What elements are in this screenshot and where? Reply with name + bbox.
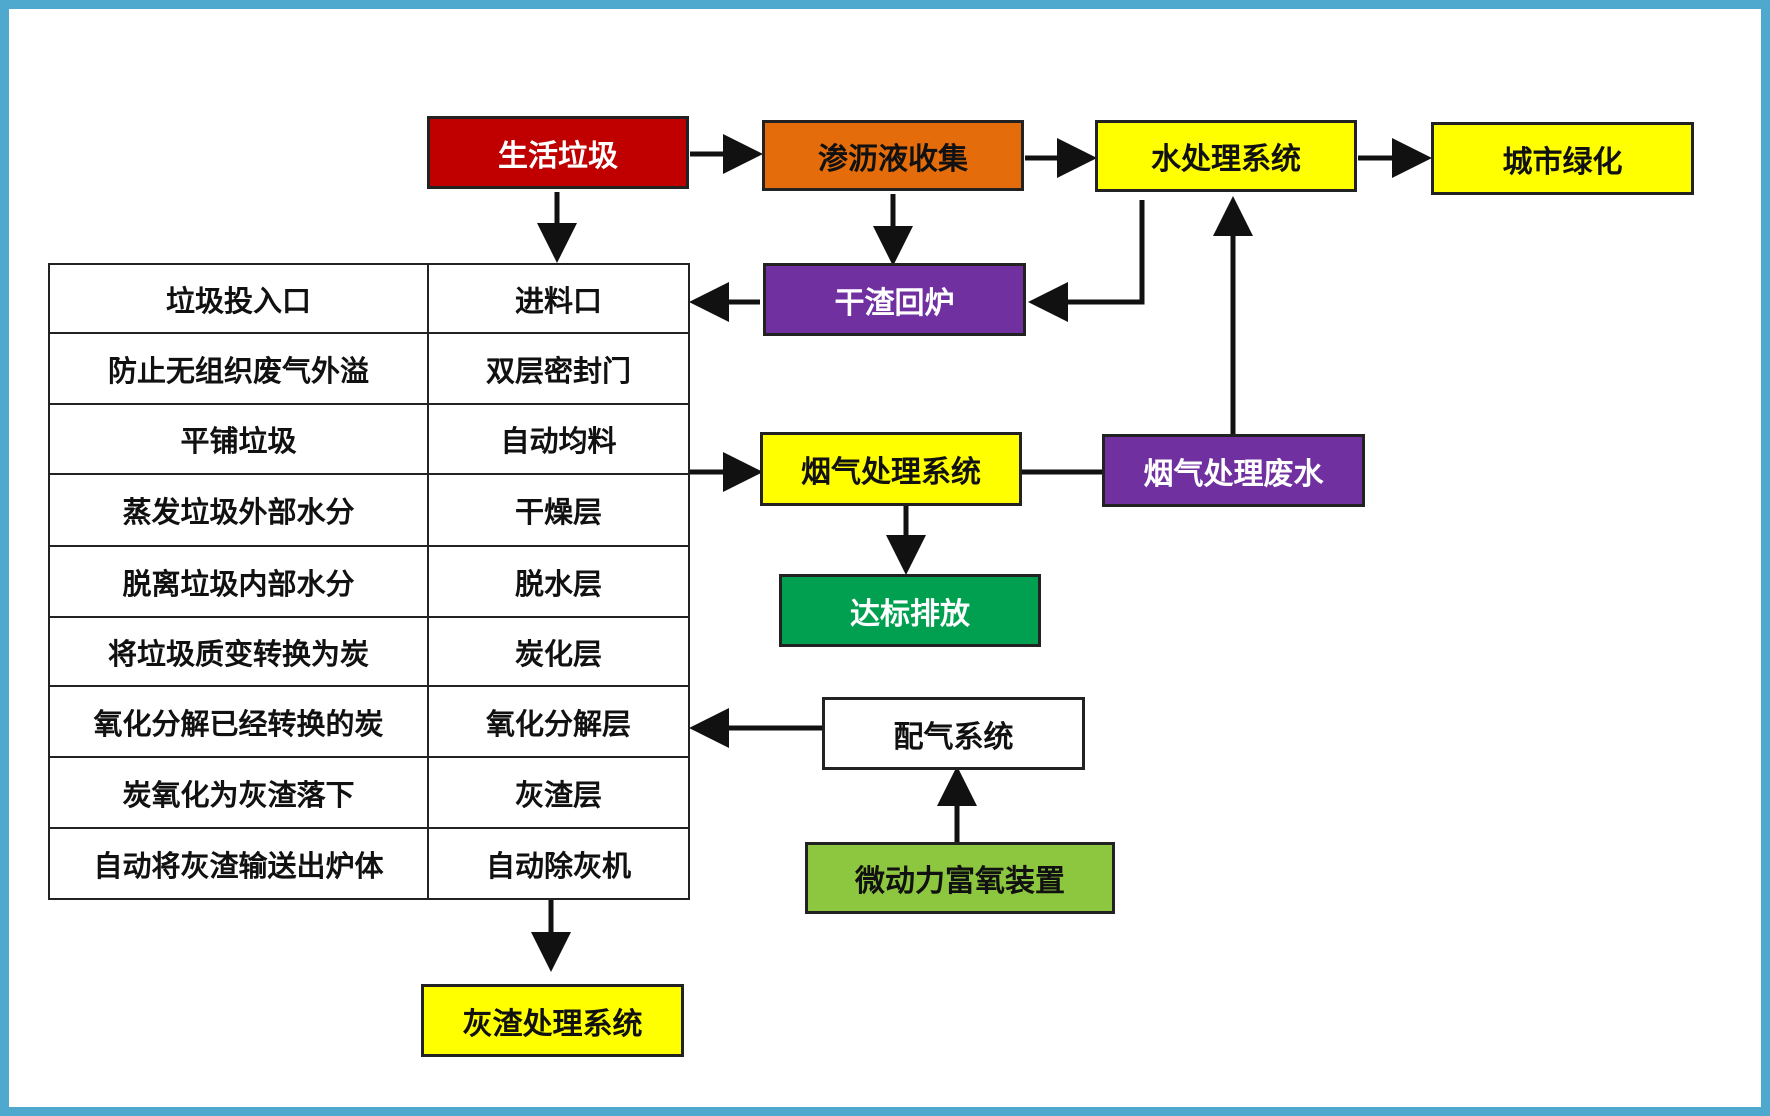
node-flue-gas-wastewater: 烟气处理废水 [1102,434,1365,507]
table-description-cell: 防止无组织废气外溢 [48,332,429,405]
table-description-cell: 炭氧化为灰渣落下 [48,756,429,829]
arrow-water-to-slag [1028,200,1145,322]
node-domestic-waste: 生活垃圾 [427,116,689,189]
table-component-cell: 自动均料 [427,403,690,475]
table-component-cell: 进料口 [427,263,690,334]
table-component-cell: 脱水层 [427,545,690,618]
table-component-cell: 干燥层 [427,473,690,547]
node-ash-treatment: 灰渣处理系统 [421,984,684,1057]
table-component-cell: 自动除灰机 [427,827,690,900]
table-description-cell: 垃圾投入口 [48,263,429,334]
node-air-distribution: 配气系统 [822,697,1085,770]
table-component-cell: 双层密封门 [427,332,690,405]
table-description-cell: 脱离垃圾内部水分 [48,545,429,618]
table-component-cell: 氧化分解层 [427,685,690,758]
node-oxygen-device: 微动力富氧装置 [805,842,1115,914]
table-description-cell: 氧化分解已经转换的炭 [48,685,429,758]
node-water-treatment: 水处理系统 [1095,120,1357,192]
table-description-cell: 自动将灰渣输送出炉体 [48,827,429,900]
node-urban-greening: 城市绿化 [1431,122,1694,195]
node-emission-standard: 达标排放 [779,574,1041,647]
table-description-cell: 平铺垃圾 [48,403,429,475]
table-component-cell: 炭化层 [427,616,690,687]
node-leachate-collection: 渗沥液收集 [762,120,1024,191]
table-component-cell: 灰渣层 [427,756,690,829]
node-dry-slag-return: 干渣回炉 [763,263,1026,336]
table-description-cell: 蒸发垃圾外部水分 [48,473,429,547]
table-description-cell: 将垃圾质变转换为炭 [48,616,429,687]
node-flue-gas-treatment: 烟气处理系统 [760,432,1022,506]
